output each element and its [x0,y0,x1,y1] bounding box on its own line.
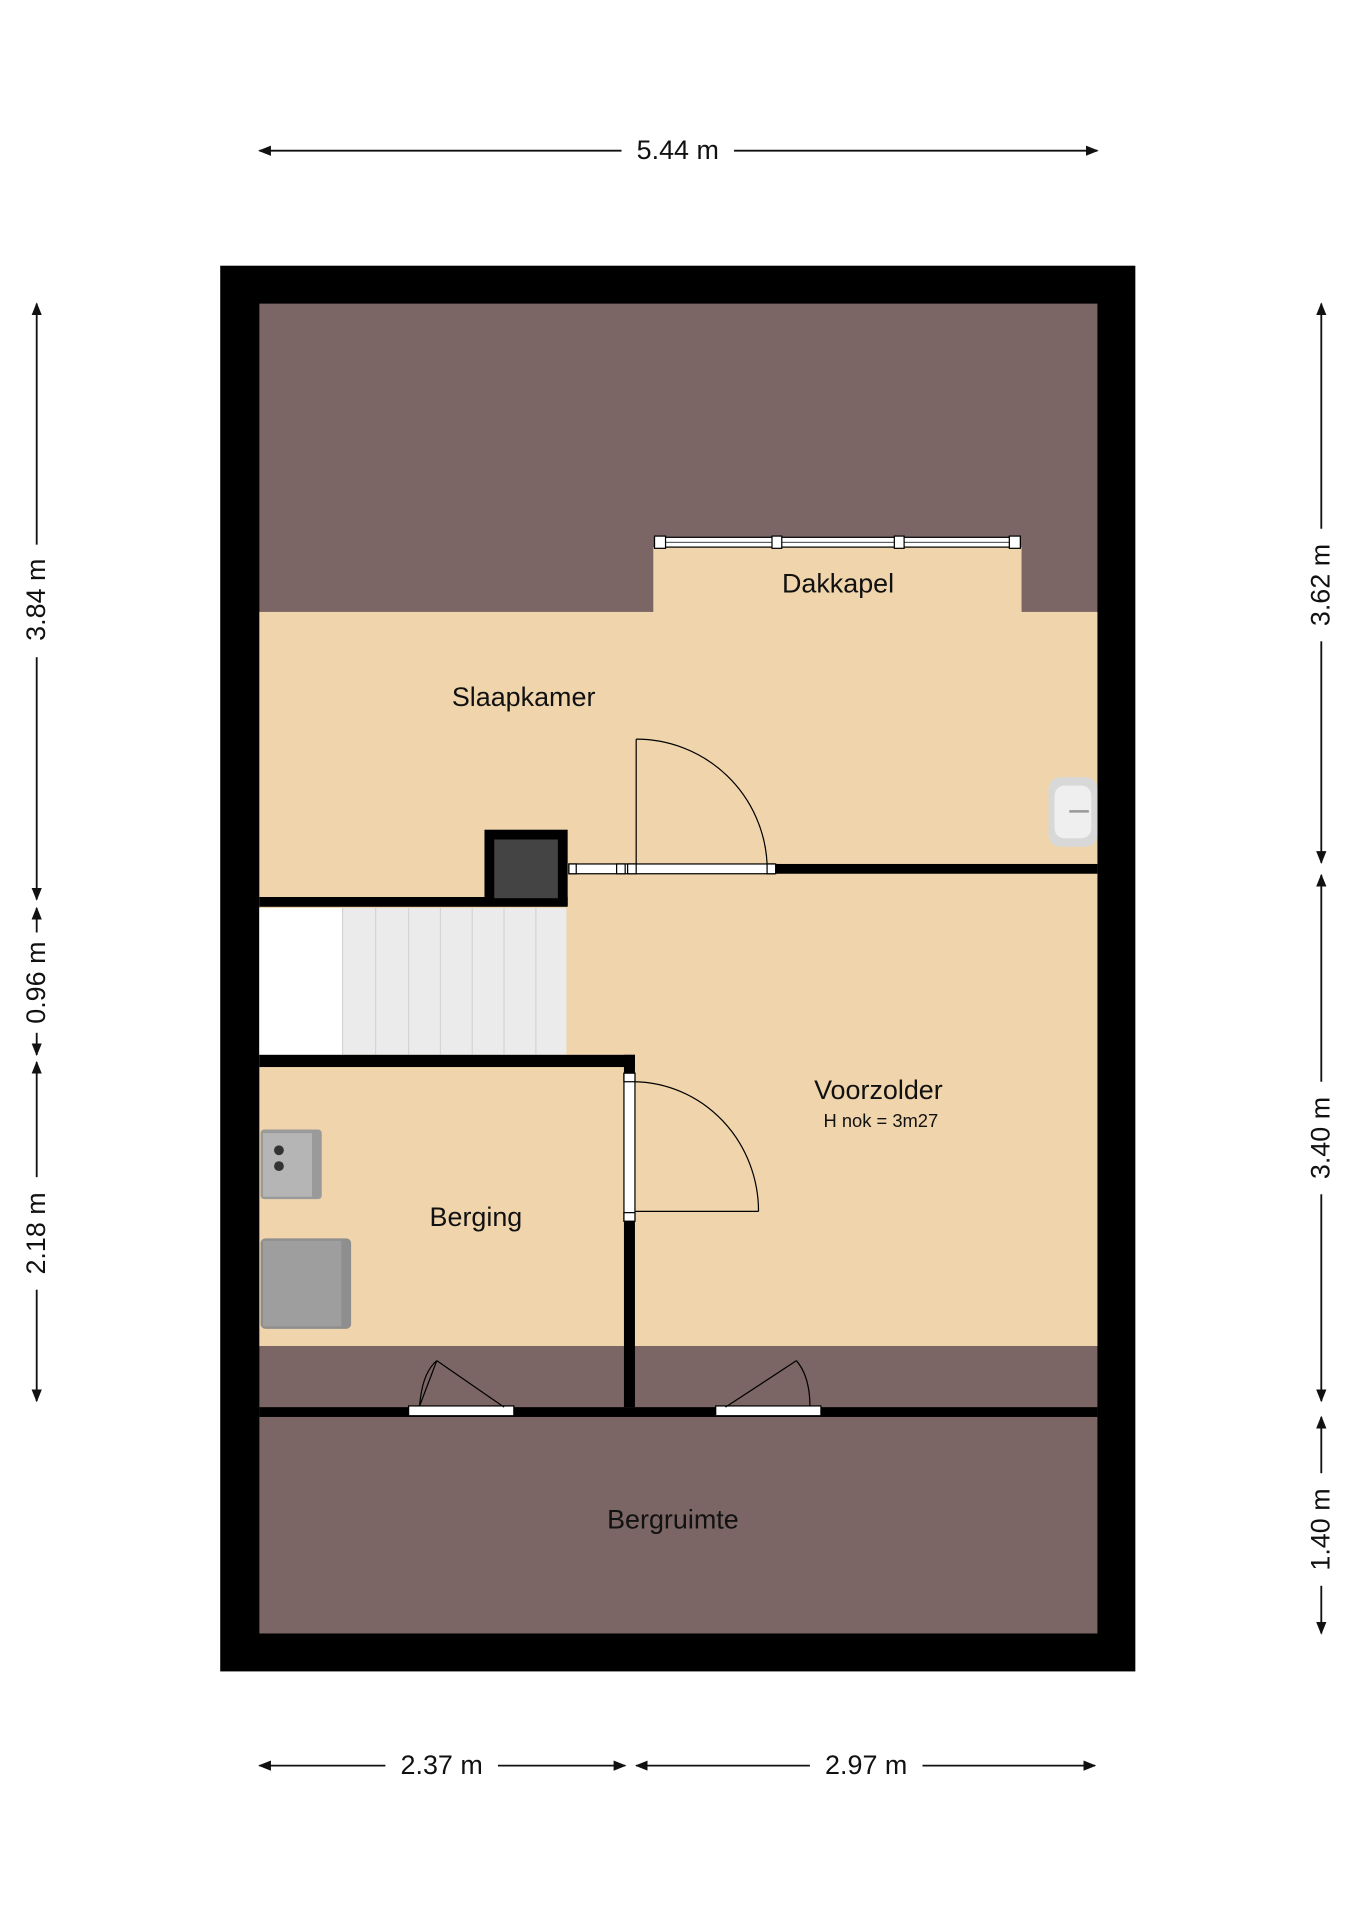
dim-label-right-1: 3.62 m [1306,544,1336,626]
hatch-door-left [408,1360,515,1417]
berging-door [623,1072,760,1222]
dim-label-right-2: 3.40 m [1306,1097,1336,1179]
ridge-height-note: H nok = 3m27 [824,1110,939,1131]
washing-machine-icon [260,1238,352,1329]
dim-label-left-2: 0.96 m [21,942,51,1024]
room-label-voorzolder: Voorzolder [814,1075,943,1105]
room-label-berging: Berging [430,1202,523,1232]
dim-label-right-3: 1.40 m [1306,1488,1336,1570]
dakkapel-window [653,535,1021,549]
slaapkamer-door [568,738,777,875]
dim-label-top: 5.44 m [637,135,719,165]
chimney-inner [494,839,558,899]
hatch-door-right [715,1360,822,1417]
washbasin-icon [1048,777,1098,847]
dim-label-left-1: 3.84 m [21,559,51,641]
staircase [259,908,567,1055]
dim-label-left-3: 2.18 m [21,1192,51,1274]
room-label-slaapkamer: Slaapkamer [452,682,596,712]
dim-label-bottom-2: 2.97 m [825,1750,907,1780]
room-label-dakkapel: Dakkapel [782,568,894,598]
dakkapel-floor [653,547,1022,615]
interior-walls [259,863,1098,1417]
sink-icon [260,1129,322,1200]
room-label-bergruimte: Bergruimte [607,1504,739,1534]
dim-label-bottom-1: 2.37 m [401,1750,483,1780]
